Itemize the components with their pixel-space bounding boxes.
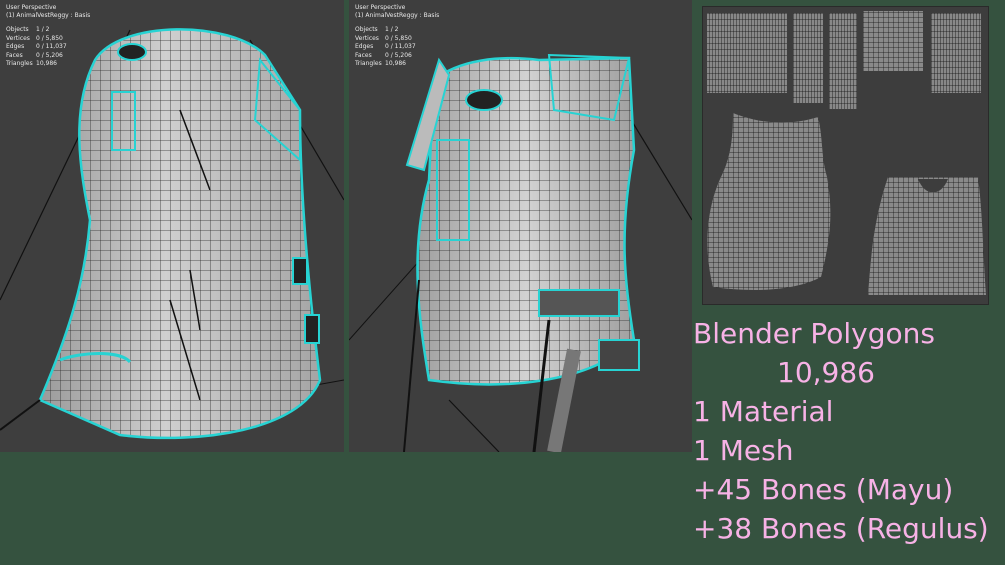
stat-value: 0 / 5,206 — [385, 51, 412, 59]
stat-label: Objects — [6, 26, 29, 33]
stat-label: Faces — [6, 51, 23, 59]
bones-mayu: +45 Bones (Mayu) — [693, 473, 954, 506]
stat-label: Edges — [6, 43, 25, 50]
stat-row: Vertices 0 / 5,850 — [6, 35, 67, 44]
info-title: Blender Polygons — [693, 317, 935, 350]
stat-value: 0 / 11,037 — [36, 43, 67, 50]
stat-label: Faces — [355, 51, 372, 59]
stats-table: Objects 1 / 2 Vertices 0 / 5,850 Edges 0 / … — [355, 26, 416, 69]
bones-regulus: +38 Bones (Regulus) — [693, 512, 989, 545]
stat-label: Objects — [355, 26, 378, 33]
stat-label: Vertices — [6, 34, 30, 42]
stat-value: 0 / 5,206 — [36, 51, 63, 59]
stat-value: 0 / 5,850 — [385, 34, 412, 42]
stat-value: 0 / 5,850 — [36, 34, 63, 42]
stat-value: 0 / 11,037 — [385, 43, 416, 50]
vest-mesh-left — [0, 28, 344, 440]
object-label: (1) AnimalVestReggy : Basis — [355, 12, 440, 19]
stat-row: Edges 0 / 11,037 — [6, 43, 67, 52]
model-info: Blender Polygons 10,986 1 Material 1 Mes… — [693, 314, 1005, 548]
viewport-right[interactable]: User Perspective (1) AnimalVestReggy : B… — [349, 0, 692, 452]
stat-label: Triangles — [355, 60, 382, 67]
mesh-count: 1 Mesh — [693, 434, 794, 467]
stat-row: Faces 0 / 5,206 — [355, 52, 416, 61]
viewport-info-overlay: User Perspective (1) AnimalVestReggy : B… — [6, 4, 90, 69]
stat-value: 10,986 — [385, 60, 406, 67]
stats-table: Objects 1 / 2 Vertices 0 / 5,850 Edges 0 / … — [6, 26, 67, 69]
polygon-count: 10,986 — [777, 356, 875, 389]
stat-row: Objects 1 / 2 — [355, 26, 416, 35]
object-label: (1) AnimalVestReggy : Basis — [6, 12, 91, 19]
stat-label: Triangles — [6, 60, 33, 67]
stat-row: Edges 0 / 11,037 — [355, 43, 416, 52]
stat-value: 1 / 2 — [385, 26, 399, 33]
perspective-label: User Perspective — [6, 4, 57, 11]
stat-value: 1 / 2 — [36, 26, 50, 33]
stat-label: Edges — [355, 43, 374, 50]
viewport-left[interactable]: User Perspective (1) AnimalVestReggy : B… — [0, 0, 344, 452]
stat-value: 10,986 — [36, 60, 57, 67]
uv-editor[interactable] — [702, 6, 989, 305]
vest-mesh-right — [349, 53, 692, 452]
stat-label: Vertices — [355, 34, 379, 42]
material-count: 1 Material — [693, 395, 834, 428]
stat-row: Faces 0 / 5,206 — [6, 52, 67, 61]
perspective-label: User Perspective — [355, 4, 406, 11]
uv-layout — [703, 7, 988, 304]
viewport-info-overlay: User Perspective (1) AnimalVestReggy : B… — [355, 4, 439, 69]
stat-row: Vertices 0 / 5,850 — [355, 35, 416, 44]
stat-row: Objects 1 / 2 — [6, 26, 67, 35]
